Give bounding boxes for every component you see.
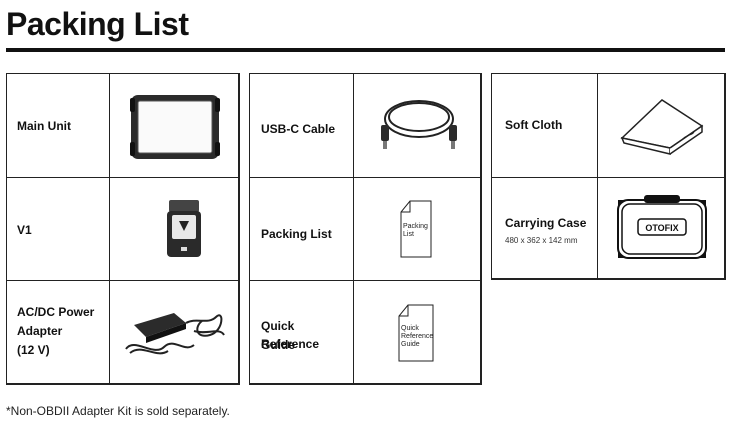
item-name-v1: V1 bbox=[17, 223, 32, 237]
power-adapter-icon bbox=[125, 313, 225, 355]
carrying-case-icon: OTOFIX bbox=[617, 195, 707, 259]
doc-text-line2: Reference bbox=[401, 333, 433, 340]
cell-packing-list-image: Packing List bbox=[353, 177, 482, 281]
footnote: *Non-OBDII Adapter Kit is sold separatel… bbox=[6, 404, 230, 418]
item-name-adapter-line3: (12 V) bbox=[17, 343, 50, 357]
cell-soft-cloth-label: Soft Cloth bbox=[491, 73, 598, 178]
item-name-quick-guide-line1: Quick Reference bbox=[261, 319, 320, 351]
doc-text-line3: Guide bbox=[401, 341, 420, 348]
cell-carrying-case-image: OTOFIX bbox=[597, 177, 726, 280]
packing-table-right: Soft Cloth Carrying Case 480 x 362 x 142… bbox=[491, 73, 726, 280]
cell-main-unit-image bbox=[109, 73, 240, 178]
cell-v1-label: V1 bbox=[6, 177, 110, 281]
document-icon: Packing List bbox=[400, 200, 432, 258]
cell-usb-cable-label: USB-C Cable bbox=[249, 73, 354, 178]
doc-text-line1: Packing bbox=[403, 223, 428, 230]
item-name-soft-cloth: Soft Cloth bbox=[505, 118, 563, 132]
item-name-usb-cable: USB-C Cable bbox=[261, 122, 336, 136]
item-dimensions-carrying-case: 480 x 362 x 142 mm bbox=[505, 236, 578, 245]
cloth-icon bbox=[620, 99, 704, 155]
item-name-packing-list: Packing List bbox=[261, 227, 332, 241]
document-icon: Quick Reference Guide bbox=[398, 304, 434, 362]
cell-quick-guide-label: Quick Reference Guide bbox=[249, 280, 354, 385]
cell-carrying-case-label: Carrying Case 480 x 362 x 142 mm bbox=[491, 177, 598, 280]
item-name-carrying-case: Carrying Case bbox=[505, 216, 587, 230]
cell-soft-cloth-image bbox=[597, 73, 726, 178]
case-brand-label: OTOFIX bbox=[645, 223, 678, 233]
cell-usb-cable-image bbox=[353, 73, 482, 178]
packing-table-middle: USB-C Cable Packing List Packing List Qu… bbox=[249, 73, 482, 385]
cell-adapter-label: AC/DC Power Adapter (12 V) bbox=[6, 280, 110, 385]
cell-adapter-image bbox=[109, 280, 240, 385]
doc-text-line2: List bbox=[403, 231, 414, 238]
usb-cable-icon bbox=[381, 100, 457, 149]
page-title: Packing List bbox=[6, 6, 189, 42]
item-name-adapter-line2: Adapter bbox=[17, 324, 63, 338]
item-name-quick-guide-line2: Guide bbox=[261, 338, 296, 352]
obd-dongle-icon bbox=[167, 200, 201, 257]
cell-v1-image bbox=[109, 177, 240, 281]
cell-main-unit-label: Main Unit bbox=[6, 73, 110, 178]
packing-table-left: Main Unit V1 AC/DC Power Adapter (12 V) bbox=[6, 73, 240, 385]
item-name-main-unit: Main Unit bbox=[17, 119, 71, 133]
doc-text-line1: Quick bbox=[401, 325, 419, 332]
item-name-adapter-line1: AC/DC Power bbox=[17, 305, 95, 319]
cell-quick-guide-image: Quick Reference Guide bbox=[353, 280, 482, 385]
tablet-icon bbox=[130, 95, 220, 159]
cell-packing-list-label: Packing List bbox=[249, 177, 354, 281]
title-divider bbox=[6, 48, 725, 52]
